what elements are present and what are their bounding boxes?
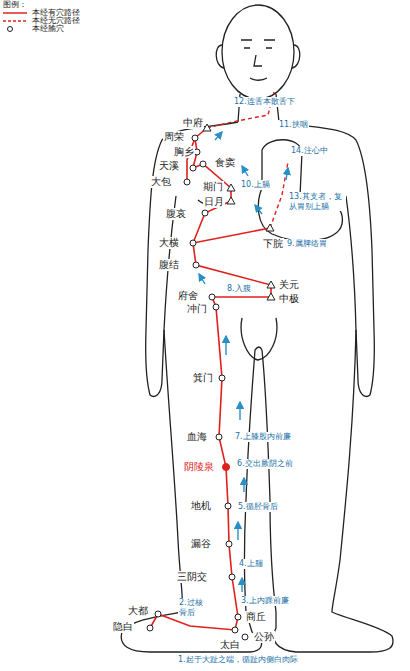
acupoint-label: 天溪: [158, 160, 180, 172]
acupoint-label: 隐白: [112, 621, 134, 633]
acupoint-label: 阴陵泉: [183, 461, 215, 473]
acupoint-label: 中府: [182, 117, 204, 129]
legend-samples: [3, 13, 27, 32]
acupoint-label: 大都: [127, 605, 149, 617]
body-outline: [121, 5, 393, 652]
acupoint-label: 期门: [202, 181, 224, 193]
meridian-path: [150, 128, 271, 630]
acupoint-label: 商丘: [245, 611, 267, 623]
pathway-note: 4.上腨: [238, 559, 264, 569]
acupoint-label: 周荣: [163, 131, 185, 143]
highlight-point: [223, 464, 230, 471]
legend-text: 本经腧穴: [31, 24, 65, 33]
pathway-note: 10.上膈: [240, 180, 271, 190]
pathway-note: 11.挟咽: [278, 120, 309, 130]
pathway-note: 12.连舌本散舌下: [233, 97, 296, 107]
acupoint-label: 胸乡: [173, 146, 195, 158]
pathway-note: 5.循胫骨后: [237, 502, 279, 512]
acupoint-label: 日月: [203, 196, 225, 208]
acupoint-label: 冲门: [186, 303, 208, 315]
pathway-note: 1.起于大趾之端，循趾内侧白肉际: [177, 655, 299, 665]
pathway-note: 7.上膝股内前廉: [234, 432, 292, 442]
acupoint-label: 漏谷: [190, 538, 212, 550]
acupoint-label: 府舍: [177, 290, 199, 302]
acupoint-label: 大包: [150, 176, 172, 188]
acupoint-label: 血海: [186, 431, 208, 443]
acupoint-circles: [147, 135, 248, 640]
legend-heading: 图例：: [2, 0, 28, 9]
acupoint-label: 公孙: [253, 631, 275, 643]
acupoint-label: 关元: [278, 279, 300, 291]
acupoint-label: 三阴交: [176, 571, 208, 583]
acupoint-label: 下脘: [262, 238, 284, 250]
acupoint-triangles: [203, 124, 275, 300]
pathway-note: 9.属脾络胃: [286, 239, 328, 249]
direction-arrows: [199, 132, 288, 592]
acupoint-label: 大横: [158, 237, 180, 249]
acupoint-label: 太白: [219, 639, 241, 651]
acupoint-label: 食窦: [214, 157, 236, 169]
pathway-note: 6.交出厥阴之前: [236, 459, 294, 469]
acupoint-label: 腹哀: [165, 208, 187, 220]
acupoint-label: 箕门: [192, 372, 214, 384]
pathway-note: 14.注心中: [290, 146, 329, 156]
acupoint-label: 腹结: [158, 259, 180, 271]
acupoint-label: 中极: [278, 293, 300, 305]
pathway-note: 3.上内踝前廉: [240, 596, 290, 606]
pathway-note: 8.入腹: [226, 284, 252, 294]
acupoint-label: 地机: [190, 500, 212, 512]
pathway-note: 2.过核骨后: [178, 598, 210, 617]
pathway-note: 13.其支者，复 从胃别上膈: [288, 192, 346, 211]
